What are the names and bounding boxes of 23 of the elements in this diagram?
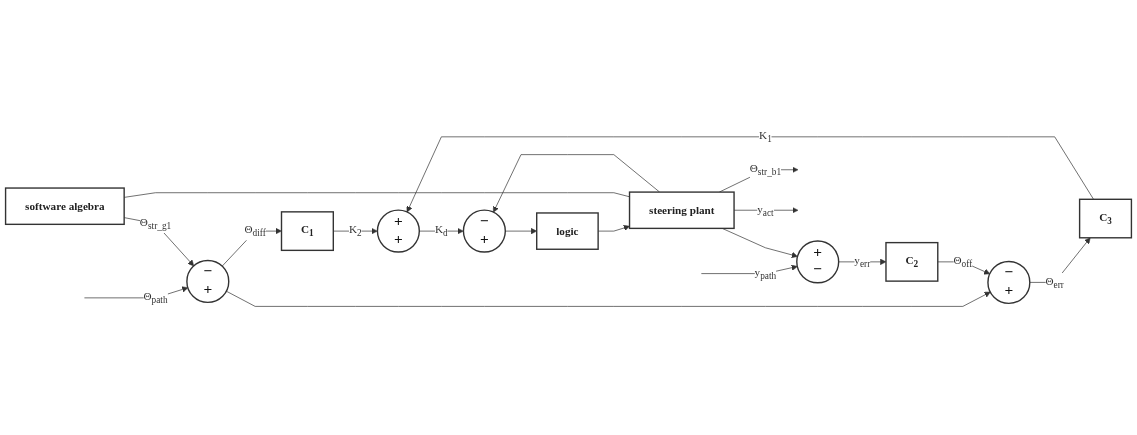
node-box: C$_{1}$ (280, 211, 334, 252)
edge-label: y$_{path}$ (754, 266, 777, 281)
node-box: C$_{3}$ (1078, 198, 1133, 239)
edge-label: Θ$_{path}$ (143, 290, 168, 306)
edge-label: Θ$_{diff}$ (244, 223, 266, 239)
node-circle: + + (376, 209, 420, 253)
node-box: C$_{2}$ (885, 241, 939, 282)
node-box: software algebra (4, 187, 125, 226)
edge-label: Θ$_{off}$ (953, 254, 973, 270)
edge-label: y$_{err}$ (854, 254, 871, 270)
node-circle: − + (186, 259, 230, 304)
node-circle: − + (987, 260, 1031, 305)
edge-label: K$_{2}$ (349, 223, 362, 239)
edge-label: Θ$_{err}$ (1045, 275, 1064, 290)
node-box: steering plant (628, 191, 735, 230)
edge-label: K$_{1}$ (759, 129, 772, 145)
edge-label: Θ$_{str_g1}$ (139, 216, 172, 232)
edge-label: Θ$_{str_b1}$ (749, 162, 782, 178)
node-circle: + − (796, 240, 840, 284)
node-circle: − + (462, 209, 506, 253)
edge-label: K$_{d}$ (435, 223, 448, 239)
edge-label: y$_{act}$ (757, 202, 774, 218)
node-box: logic (536, 212, 599, 250)
